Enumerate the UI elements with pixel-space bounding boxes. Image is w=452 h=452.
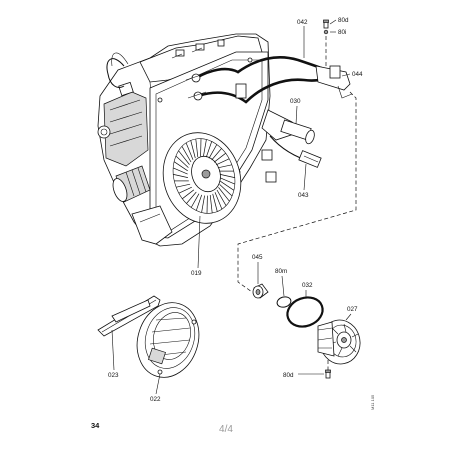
blower-blade [216,158,230,166]
page-number: 34 [91,421,100,430]
blower-blade [217,164,232,169]
blower-blades [173,138,235,214]
blower-blade [201,195,205,213]
callout-80i: 80i [338,29,346,36]
callout-80m: 80m [275,268,287,275]
blower-blade [205,141,213,158]
callout-022: 022 [150,396,161,403]
blower-blade [219,184,233,197]
blower-blade [182,189,195,199]
blower-blade [190,140,196,159]
blower-blade [173,174,188,178]
blower-blade [208,144,218,159]
air-intake-cover [97,295,200,378]
blower-blade [195,138,199,158]
o-ring-032 [286,296,324,328]
blower-blade [175,155,189,168]
blower-blade [190,193,200,208]
blower-blade [181,146,192,163]
blower-blade [214,192,223,210]
blower-blade [216,189,227,206]
blower-blade [176,183,191,188]
cable-and-bracket [236,19,353,104]
nozzle-and-head-assembly [252,283,361,379]
blower-blade [211,148,222,161]
callout-027: 027 [347,306,358,313]
callout-044: 044 [352,71,363,78]
blower-blade [173,161,188,172]
callout-045: 045 [252,254,263,261]
callout-019: 019 [191,270,202,277]
callout-042: 042 [297,19,308,26]
blower-blade [178,150,190,165]
callout-80d-bottom: 80d [283,372,294,379]
drawing-reference: M11 105 [370,394,375,410]
blower-blade [212,193,218,212]
blower-blade [213,153,226,163]
blower-blade [220,177,235,185]
blower-blade [186,191,197,204]
callout-80d-top: 80d [338,17,349,24]
blower-blade [195,194,203,211]
blower-blade [220,174,235,178]
callout-leaders [111,19,352,395]
blower-wheel [162,132,242,224]
callout-030: 030 [290,98,301,105]
page-counter: 4/4 [219,424,233,435]
blower-blade [218,187,230,202]
callout-043: 043 [298,192,309,199]
blower-blade [203,139,207,157]
photocell-assembly [261,109,322,168]
callout-032: 032 [302,282,313,289]
blower-blade [209,194,213,214]
blower-blade [173,167,188,175]
assembly-dash-lines [237,36,357,372]
blower-blade [220,180,235,191]
blower-blade [185,142,194,160]
blower-blade [178,186,192,194]
callout-023: 023 [108,372,119,379]
